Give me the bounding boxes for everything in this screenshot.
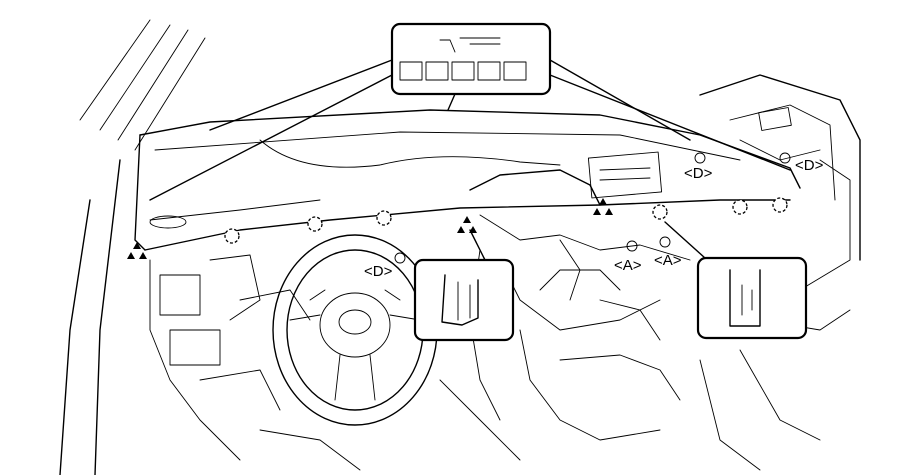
clip-4 xyxy=(652,204,668,220)
clip-5 xyxy=(732,199,748,215)
screw-a-left xyxy=(626,240,638,252)
label-d-left: <D> xyxy=(364,263,393,280)
screw-a-right xyxy=(659,236,671,248)
callout-top xyxy=(149,22,791,201)
steering-wheel xyxy=(272,234,438,426)
screw-d-top-1 xyxy=(694,152,706,164)
callout-left xyxy=(413,229,515,342)
label-d-top-right-1: <D> xyxy=(684,165,713,182)
upper-instrument-panel xyxy=(134,109,801,251)
windshield-pillar xyxy=(59,19,206,475)
clips xyxy=(224,197,788,244)
screw-d-top-2 xyxy=(779,152,791,164)
screw-d-left xyxy=(394,252,406,264)
screws xyxy=(394,152,791,264)
label-d-top-right-2: <D> xyxy=(795,157,824,174)
triangle-marker-center xyxy=(457,216,477,233)
left-lower-structure xyxy=(149,254,361,471)
label-a-left: <A> xyxy=(614,257,642,274)
triangle-marker-right xyxy=(593,198,613,215)
clip-1 xyxy=(224,228,240,244)
clip-6 xyxy=(772,197,788,213)
triangle-markers xyxy=(127,198,613,259)
clip-3 xyxy=(376,210,392,226)
label-a-right: <A> xyxy=(654,252,682,269)
triangle-marker-left xyxy=(127,242,147,259)
clip-2 xyxy=(307,216,323,232)
callout-right xyxy=(664,221,808,340)
